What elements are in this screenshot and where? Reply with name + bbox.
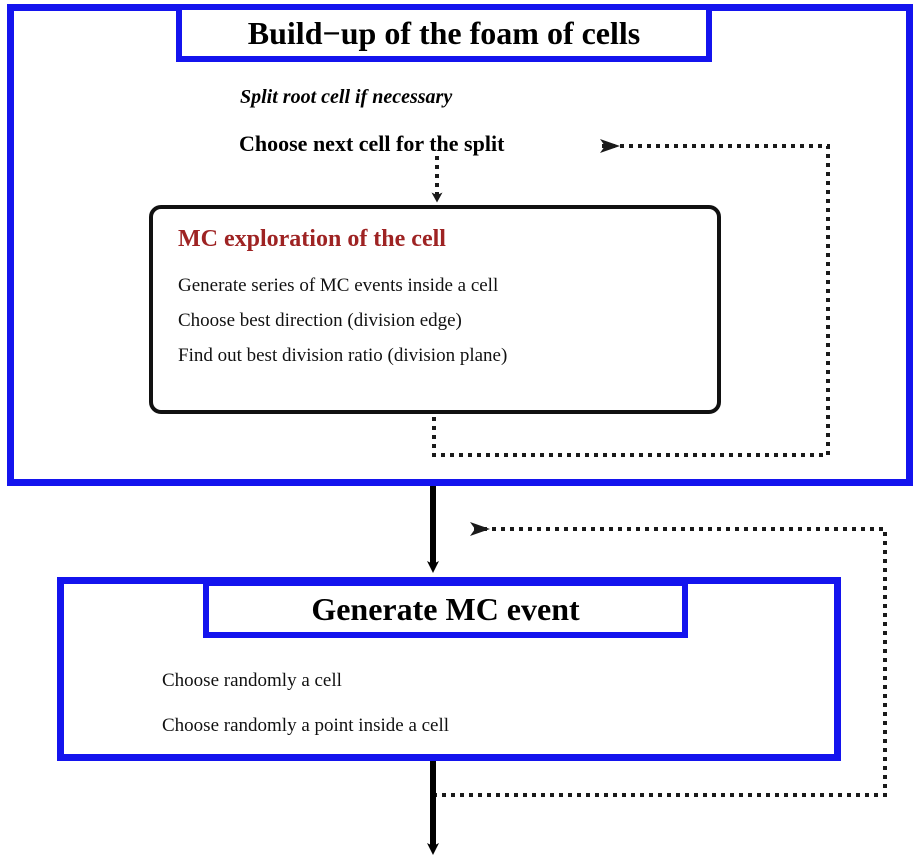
buildup-title-plate: Build−up of the foam of cells: [176, 4, 712, 62]
generate-title-text: Generate MC event: [311, 591, 580, 627]
mc-exploration-item-generate-series: Generate series of MC events inside a ce…: [178, 275, 499, 296]
generate-item-choose-randomly-cell: Choose randomly a cell: [162, 670, 342, 691]
mc-exploration-item-find-division-ratio: Find out best division ratio (division p…: [178, 345, 508, 366]
mc-exploration-heading: MC exploration of the cell: [178, 226, 446, 252]
step-choose-next-cell: Choose next cell for the split: [239, 131, 505, 156]
step-split-root-cell: Split root cell if necessary: [240, 86, 453, 108]
generate-title-plate: Generate MC event: [203, 580, 688, 638]
mc-exploration-box: MC exploration of the cell Generate seri…: [149, 205, 721, 414]
buildup-title-text: Build−up of the foam of cells: [247, 15, 641, 51]
generate-item-choose-randomly-point: Choose randomly a point inside a cell: [162, 715, 450, 736]
mc-exploration-item-choose-best-direction: Choose best direction (division edge): [178, 310, 462, 331]
